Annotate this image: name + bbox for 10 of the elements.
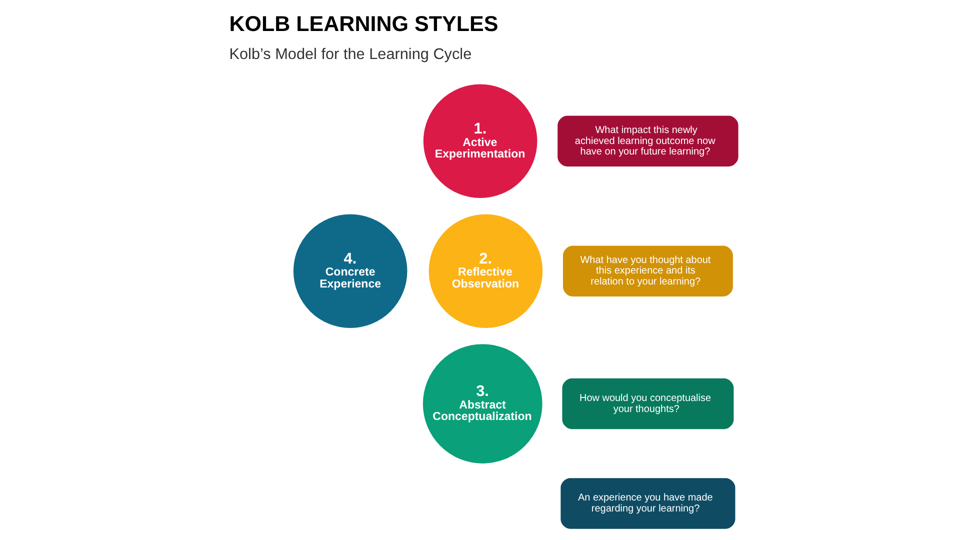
node-circle: 4. Concrete Experience [290, 212, 410, 330]
node-circle: 1. Active Experimentation [420, 82, 540, 200]
node-box: What have you thought about this experience and its relation to your learning? [562, 246, 732, 296]
node-box: What impact this newly achieved learning outcome now have on your future learning? [557, 116, 738, 167]
diagram-title: KOLB LEARNING STYLES [228, 12, 498, 36]
node-circle: 3. Abstract Conceptualization [420, 342, 544, 466]
label: Kolb’s Model for the Learning Cycle [228, 46, 472, 64]
node-box: An experience you have made regarding your learning? [560, 478, 735, 529]
node-box: How would you conceptualise your thoughts? [562, 378, 734, 430]
node-circle: 2. Reflective Observation [426, 212, 544, 330]
